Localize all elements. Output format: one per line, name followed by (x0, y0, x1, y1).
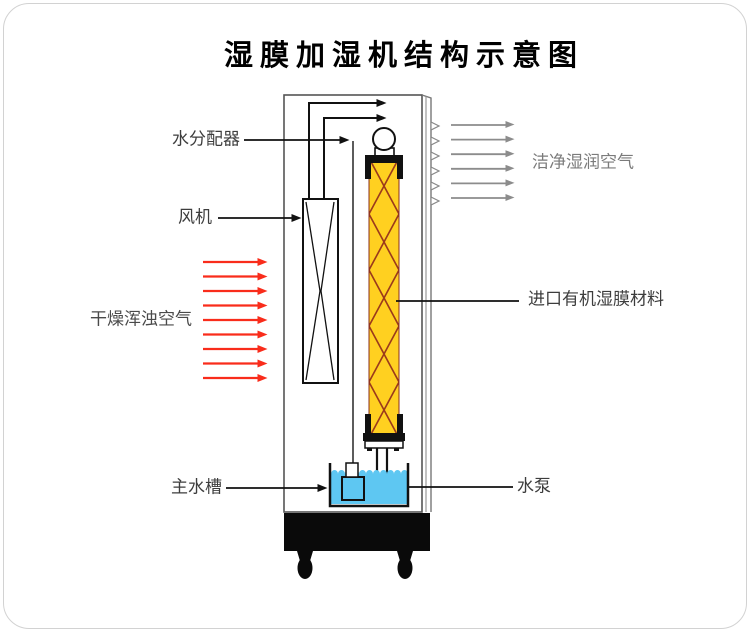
caster-left (297, 551, 313, 579)
fan-blades-icon (305, 201, 335, 381)
imported-membrane-label: 进口有机湿膜材料 (528, 289, 664, 310)
water-pump-body (341, 476, 365, 501)
water-distributor-head (372, 127, 396, 160)
membrane-base-plate (364, 440, 404, 449)
dry-dirty-air-label: 干燥浑浊空气 (90, 309, 192, 330)
base-plinth (284, 513, 430, 551)
outlet-air-arrows (451, 121, 515, 201)
water-pump-label: 水泵 (517, 476, 551, 497)
clean-moist-air-label: 洁净湿润空气 (532, 152, 634, 173)
air-ducts (308, 99, 387, 199)
label-pointers (218, 136, 519, 492)
fan-box (302, 198, 339, 384)
fan-label: 风机 (178, 207, 212, 228)
membrane-top-cap (365, 155, 403, 179)
water-tank (328, 462, 410, 508)
pump-outlet (345, 462, 359, 478)
page-title: 湿膜加湿机结构示意图 (223, 38, 585, 72)
membrane-column (363, 155, 405, 492)
louver-vents (430, 121, 441, 206)
membrane-bottom-cap (363, 414, 405, 441)
caster-right (397, 551, 413, 579)
intake-air-arrows (203, 258, 268, 382)
main-water-tank-label: 主水槽 (171, 477, 222, 498)
water-distributor-label: 水分配器 (172, 129, 240, 150)
sprinkler-circle (372, 127, 396, 151)
